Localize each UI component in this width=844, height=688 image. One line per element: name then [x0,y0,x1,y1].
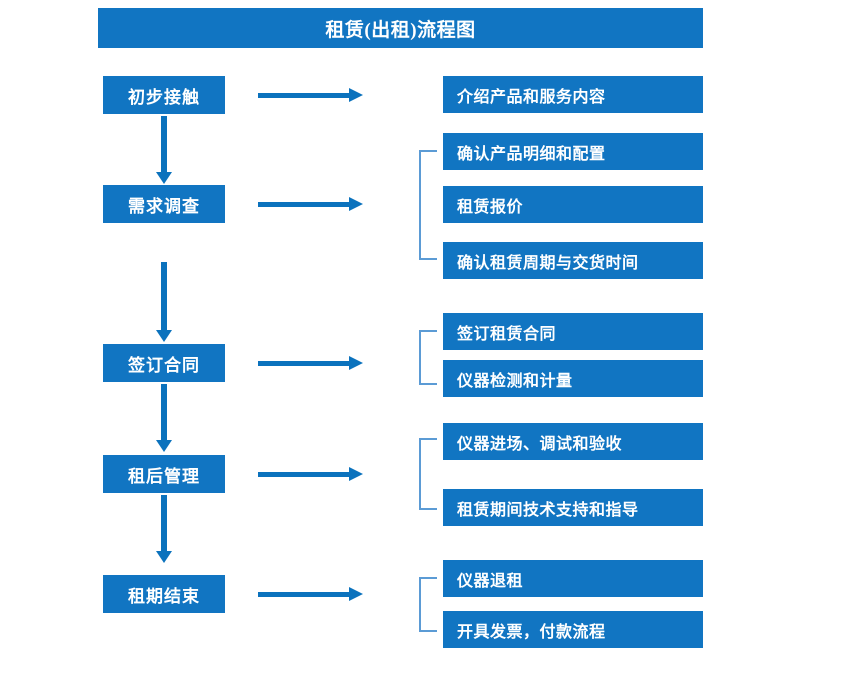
stage-box-4[interactable]: 租后管理 [103,455,225,493]
arrow-stage-4-to-stage-5 [156,495,172,563]
detail-label-g2-3: 确认租赁周期与交货时间 [457,254,639,272]
arrow-shaft [258,361,350,366]
stage-box-1[interactable]: 初步接触 [103,76,225,114]
detail-box-g4-2[interactable]: 租赁期间技术支持和指导 [443,489,703,526]
detail-box-g5-2[interactable]: 开具发票，付款流程 [443,611,703,648]
arrow-head [349,467,363,481]
arrow-shaft [258,202,350,207]
stage-label-2: 需求调查 [128,196,200,216]
stage-label-4: 租后管理 [128,466,200,486]
arrow-shaft [161,384,167,440]
arrow-shaft [258,472,350,477]
arrow-head [156,330,172,342]
arrow-head [156,172,172,184]
arrow-shaft [258,592,350,597]
arrow-stage-5-to-details [258,587,363,601]
detail-label-g2-1: 确认产品明细和配置 [457,145,606,163]
arrow-stage-4-to-details [258,467,363,481]
detail-label-g2-2: 租赁报价 [457,198,524,216]
page-title: 租赁(出租)流程图 [325,19,476,41]
group-bracket-4 [419,438,437,510]
detail-box-g1-1[interactable]: 介绍产品和服务内容 [443,76,703,113]
arrow-stage-3-to-stage-4 [156,384,172,452]
detail-label-g5-2: 开具发票，付款流程 [457,623,606,641]
arrow-shaft [161,116,167,172]
arrow-head [349,587,363,601]
arrow-stage-1-to-stage-2 [156,116,172,184]
arrow-head [156,551,172,563]
group-bracket-5 [419,577,437,632]
detail-box-g5-1[interactable]: 仪器退租 [443,560,703,597]
stage-box-3[interactable]: 签订合同 [103,344,225,382]
arrow-head [156,440,172,452]
detail-box-g3-2[interactable]: 仪器检测和计量 [443,360,703,397]
arrow-stage-1-to-details [258,88,363,102]
detail-box-g2-2[interactable]: 租赁报价 [443,186,703,223]
arrow-stage-3-to-details [258,356,363,370]
arrow-stage-2-to-details [258,197,363,211]
group-bracket-3 [419,330,437,385]
detail-box-g4-1[interactable]: 仪器进场、调试和验收 [443,423,703,460]
detail-label-g3-2: 仪器检测和计量 [457,372,573,390]
stage-label-3: 签订合同 [128,355,200,375]
arrow-head [349,88,363,102]
stage-label-1: 初步接触 [128,87,200,107]
detail-label-g3-1: 签订租赁合同 [457,325,557,343]
arrow-shaft [161,262,167,330]
detail-box-g2-1[interactable]: 确认产品明细和配置 [443,133,703,170]
stage-label-5: 租期结束 [128,586,200,606]
detail-label-g5-1: 仪器退租 [457,572,524,590]
arrow-shaft [161,495,167,551]
stage-box-2[interactable]: 需求调查 [103,185,225,223]
arrow-shaft [258,93,350,98]
arrow-stage-2-to-stage-3 [156,262,172,342]
detail-box-g3-1[interactable]: 签订租赁合同 [443,313,703,350]
detail-box-g2-3[interactable]: 确认租赁周期与交货时间 [443,242,703,279]
detail-label-g1-1: 介绍产品和服务内容 [457,88,606,106]
detail-label-g4-2: 租赁期间技术支持和指导 [457,501,639,519]
arrow-head [349,197,363,211]
chart-title-bar: 租赁(出租)流程图 [98,8,703,48]
detail-label-g4-1: 仪器进场、调试和验收 [457,435,623,453]
arrow-head [349,356,363,370]
group-bracket-2 [419,150,437,260]
stage-box-5[interactable]: 租期结束 [103,575,225,613]
